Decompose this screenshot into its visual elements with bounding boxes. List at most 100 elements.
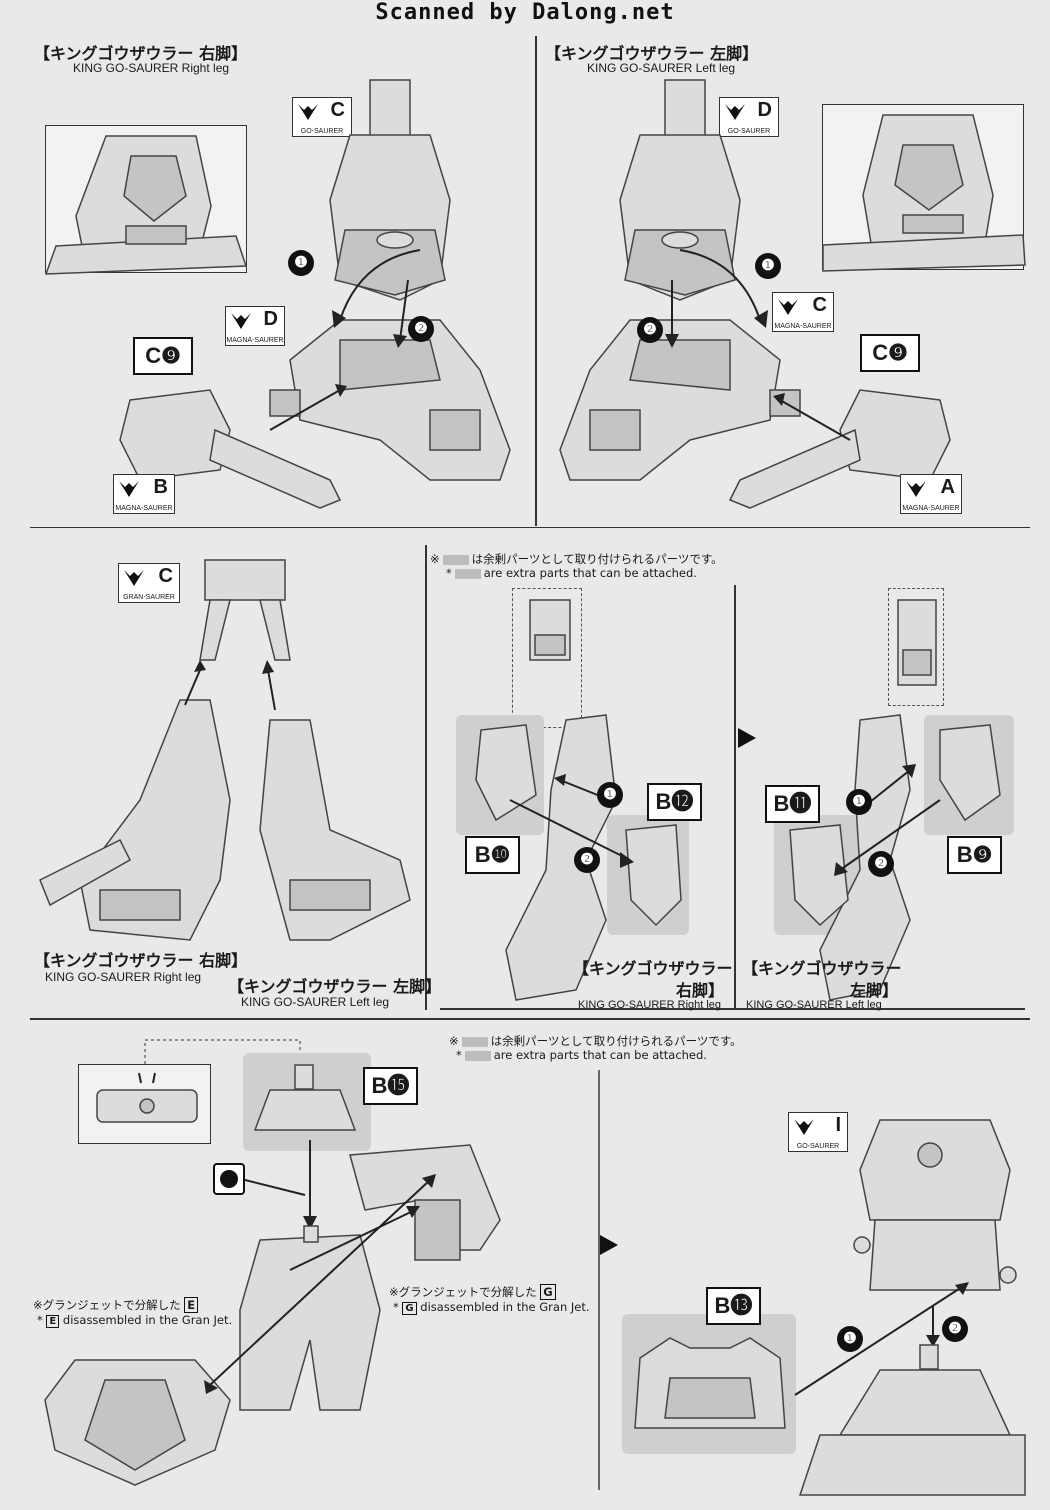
right-leg-caption-en: KING GO-SAURER Right leg — [45, 970, 202, 984]
left-leg-caption-en: KING GO-SAURER Left leg — [241, 995, 390, 1009]
extra-part-b13-drawing — [634, 1337, 786, 1429]
mid-divider — [425, 545, 427, 1010]
runner-c-gran-saurer: C GRAN-SAURER — [118, 563, 180, 603]
left-leg-caption-jp-2: 左脚】 — [850, 981, 899, 1000]
chest-plate-e-drawing — [44, 1359, 231, 1486]
bottom-divider — [598, 1070, 600, 1490]
part-label-b15: B⓯ — [363, 1067, 418, 1105]
left-leg-cannon-drawing — [728, 389, 951, 509]
part-label-b9: B❾ — [947, 836, 1002, 874]
right-leg-title-en: KING GO-SAURER Right leg — [73, 61, 230, 75]
note-part-g-en: * G disassembled in the Gran Jet. — [393, 1300, 590, 1315]
part-label-b10: B❿ — [465, 836, 520, 874]
part-label-b12: B⓬ — [647, 783, 702, 821]
detail-inset — [78, 1064, 211, 1144]
combined-legs-drawing — [39, 699, 411, 941]
runner-letter: D — [263, 308, 278, 330]
note-text: are extra parts that can be attached. — [493, 1048, 707, 1062]
shade-swatch — [464, 1050, 491, 1061]
right-leg-upper-drawing — [329, 79, 451, 301]
runner-letter: C — [158, 565, 173, 587]
right-leg-caption-jp-2: 右脚】 — [676, 981, 725, 1000]
body-base-drawing — [798, 1344, 1026, 1496]
left-leg-caption-jp: 【キングゴウザウラー — [742, 959, 902, 978]
runner-letter: C — [812, 294, 827, 316]
part-label-c9: C❾ — [860, 334, 920, 372]
gran-saurer-logo-icon — [124, 570, 144, 586]
step-2-badge: ❷ — [574, 847, 600, 873]
shade-swatch — [454, 568, 481, 579]
runner-i-go-saurer: I GO-SAURER — [788, 1112, 848, 1152]
note-mark: ※ — [449, 1034, 459, 1048]
note-text: ※グランジェットで分解した — [33, 1298, 181, 1312]
detail-inset-drawing — [96, 1072, 198, 1123]
note-text: は余剰パーツとして取り付けられるパーツです。 — [471, 552, 723, 566]
runner-d-magna-saurer: D MAGNA-SAURER — [225, 306, 285, 346]
mid-bottom-rule — [30, 1018, 1030, 1020]
note-box-g: G — [402, 1302, 417, 1315]
waist-unit-drawing — [853, 1119, 1017, 1291]
go-saurer-logo-icon — [725, 104, 745, 120]
runner-sub: MAGNA-SAURER — [902, 505, 960, 512]
runner-sub: MAGNA-SAURER — [115, 505, 173, 512]
right-leg-arrows — [269, 249, 421, 431]
note-text: disassembled in the Gran Jet. — [420, 1300, 590, 1314]
extra-parts-note-jp: ※は余剰パーツとして取り付けられるパーツです。 — [430, 551, 723, 567]
step-2-badge: ❷ — [942, 1316, 968, 1342]
next-step-arrow-icon — [600, 1235, 618, 1255]
runner-c-go-saurer: C GO-SAURER — [292, 97, 352, 137]
part-label-b11: B⓫ — [765, 785, 820, 823]
detail-inset-drawing — [44, 135, 248, 275]
shade-swatch — [461, 1036, 488, 1047]
runner-letter: I — [835, 1114, 841, 1136]
note-part-e-jp: ※グランジェットで分解した E — [33, 1297, 199, 1313]
runner-letter: B — [153, 476, 168, 498]
extra-parts-note-en: *are extra parts that can be attached. — [446, 566, 697, 580]
note-text: are extra parts that can be attached. — [483, 566, 697, 580]
magna-saurer-logo-icon — [231, 313, 251, 329]
step-2-badge: ❷ — [408, 316, 434, 342]
right-leg-title-jp: 【キングゴウザウラー 右脚】 — [34, 44, 248, 63]
left-leg-caption-jp: 【キングゴウザウラー 左脚】 — [228, 977, 442, 996]
left-leg-arrows — [665, 249, 851, 441]
right-leg-foot-drawing — [289, 319, 511, 481]
magna-saurer-logo-icon — [906, 481, 926, 497]
go-saurer-logo-icon — [298, 104, 318, 120]
step-2-badge: ❷ — [868, 851, 894, 877]
extra-part-drawing — [529, 599, 571, 661]
runner-c-magna-saurer: C MAGNA-SAURER — [772, 292, 834, 332]
top-row-frame — [30, 36, 1030, 528]
attach-arrow — [244, 1140, 317, 1230]
runner-letter: D — [757, 99, 772, 121]
top-divider — [535, 36, 537, 526]
left-leg-title-jp: 【キングゴウザウラー 左脚】 — [545, 44, 759, 63]
part-label-c9: C❾ — [133, 337, 193, 375]
runner-sub: GRAN-SAURER — [123, 594, 175, 601]
hip-assembly-drawing — [239, 1144, 501, 1411]
extra-part-b15-drawing — [253, 1064, 357, 1131]
right-leg-caption-jp: 【キングゴウザウラー 右脚】 — [34, 951, 248, 970]
next-step-arrow-icon — [738, 728, 756, 748]
leg-armor-a-drawing — [475, 714, 682, 1001]
runner-letter: C — [330, 99, 345, 121]
runner-sub: MAGNA-SAURER — [226, 337, 284, 344]
note-box-e: E — [184, 1297, 199, 1313]
left-leg-caption-en: KING GO-SAURER Left leg — [746, 999, 882, 1011]
extra-part-outline — [512, 588, 582, 728]
magna-saurer-logo-icon — [119, 481, 139, 497]
leg-armor-b-arrows — [834, 764, 941, 876]
runner-letter: A — [940, 476, 955, 498]
extra-part-outline — [888, 588, 944, 706]
extra-parts-note-en: * are extra parts that can be attached. — [456, 1048, 707, 1062]
right-leg-caption-en: KING GO-SAURER Right leg — [578, 999, 722, 1011]
note-star: * — [456, 1048, 462, 1062]
note-star: * — [37, 1313, 43, 1327]
waist-attach-arrows — [794, 1282, 969, 1396]
scan-watermark: Scanned by Dalong.net — [375, 0, 675, 25]
runner-sub: GO-SAURER — [796, 1143, 840, 1150]
right-leg-caption-jp: 【キングゴウザウラー — [573, 959, 733, 978]
note-text: は余剰パーツとして取り付けられるパーツです。 — [490, 1034, 742, 1048]
cut-tool-icon — [213, 1163, 245, 1195]
runner-sub: MAGNA-SAURER — [774, 323, 832, 330]
runner-sub: GO-SAURER — [727, 128, 771, 135]
